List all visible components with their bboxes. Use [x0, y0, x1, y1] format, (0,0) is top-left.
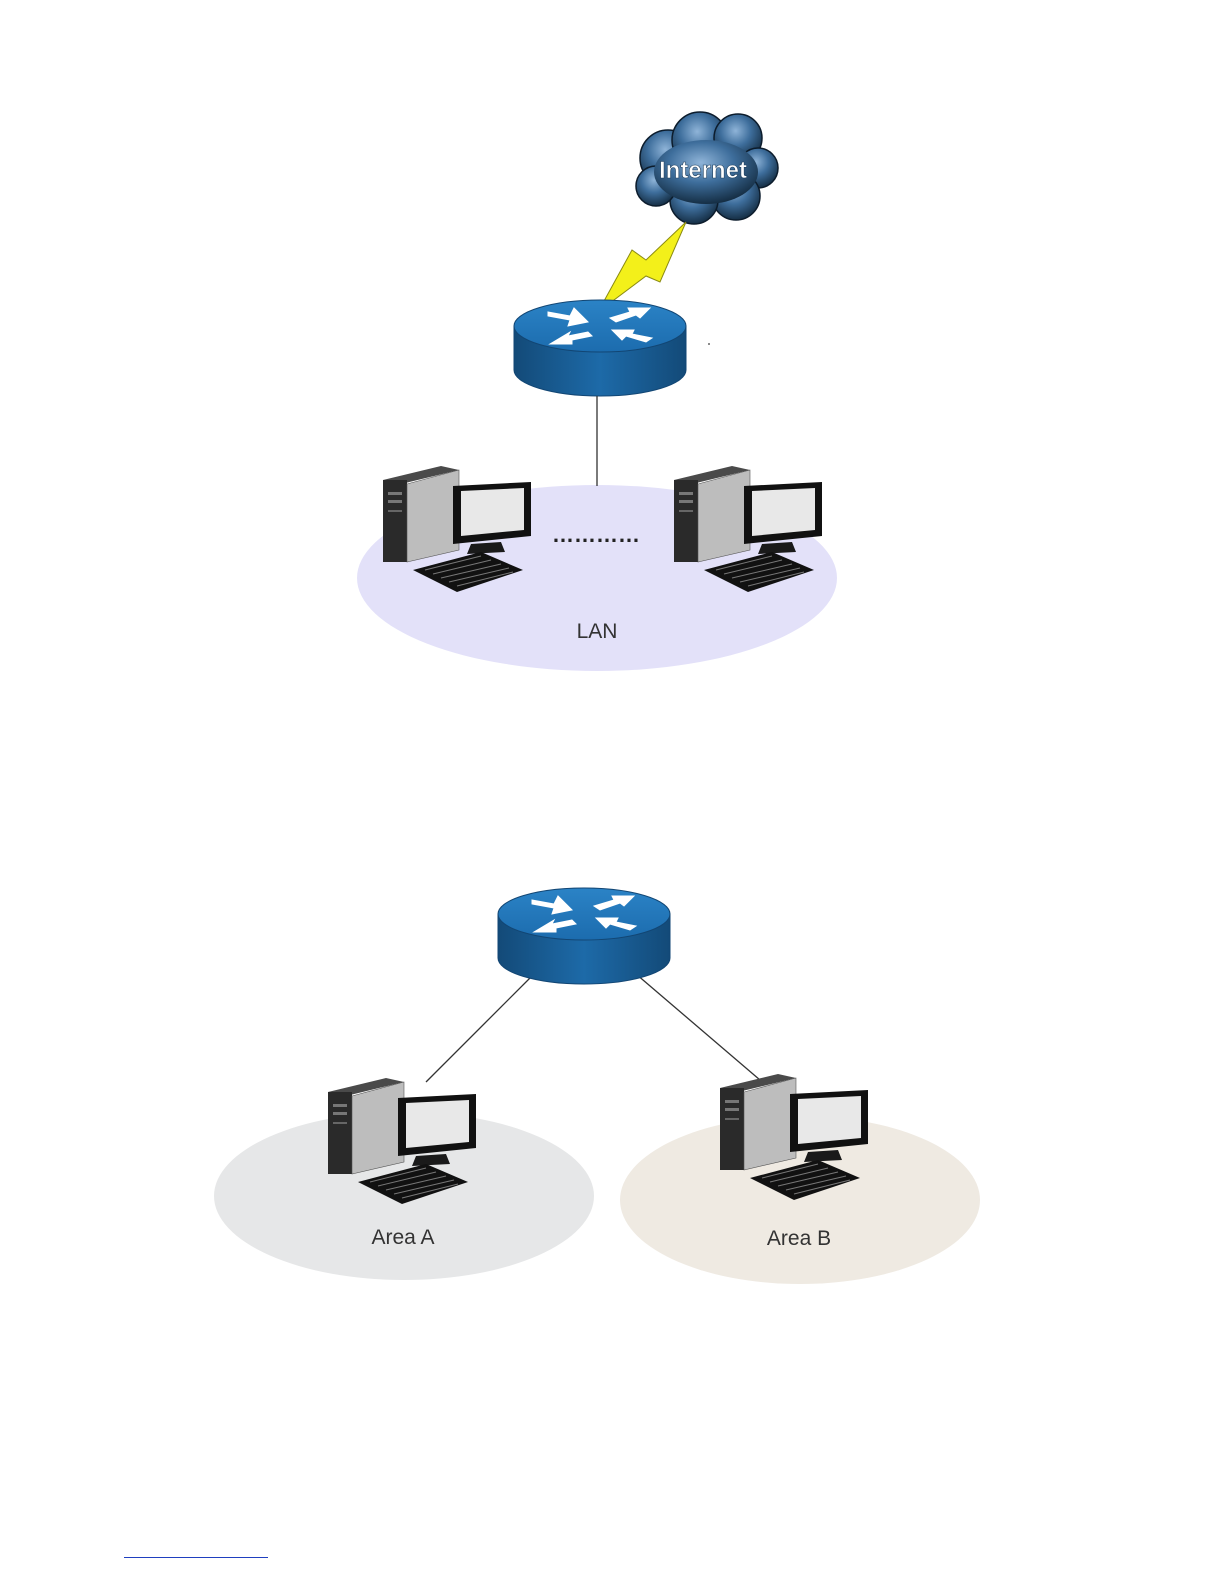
diagram-internet-lan: Internet ………… LAN: [357, 112, 837, 671]
wan-link-lightning-icon: [598, 222, 686, 312]
footnote-rule: [124, 1557, 268, 1558]
internet-label: Internet: [659, 157, 747, 184]
router-area-a-link: [426, 974, 534, 1082]
router-icon: [498, 888, 670, 984]
diagram-router-areas: Area A Area B: [214, 888, 980, 1284]
lan-label: LAN: [577, 620, 618, 643]
internet-cloud-icon: Internet: [636, 112, 778, 224]
area-b-label: Area B: [767, 1227, 831, 1250]
router-area-b-link: [636, 974, 760, 1080]
router-icon: [514, 300, 686, 396]
ellipsis-dots: …………: [552, 522, 640, 547]
area-a-label: Area A: [371, 1226, 434, 1249]
